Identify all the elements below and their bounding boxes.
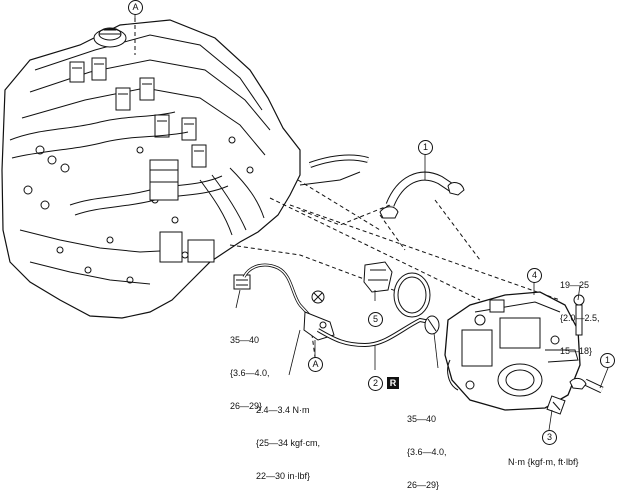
torque-line: {2.0—2.5, bbox=[560, 313, 600, 323]
torque-line: {25—34 kgf·cm, bbox=[256, 438, 321, 448]
pump-bolt bbox=[573, 294, 585, 336]
torque-line: 26—29} bbox=[230, 401, 263, 411]
torque-line: 35—40 bbox=[407, 414, 437, 424]
torque-line: 22—30 in·lbf} bbox=[256, 471, 311, 481]
torque-spec-clamp-bolt: 2.4—3.4 N·m {25—34 kgf·cm, 22—30 in·lbf} bbox=[256, 383, 320, 493]
fitting-part3 bbox=[546, 395, 566, 415]
torque-line: 15—18} bbox=[560, 346, 593, 356]
units-note: N·m {kgf·m, ft·lbf} bbox=[508, 457, 579, 467]
fuel-hose-upper bbox=[379, 171, 465, 219]
callout-4: 4 bbox=[527, 268, 542, 283]
callout-a-top: A bbox=[128, 0, 143, 15]
bracket-part5 bbox=[363, 261, 393, 293]
fuel-pump-assembly bbox=[444, 291, 581, 411]
callout-1-top: 1 bbox=[418, 140, 433, 155]
replace-part-badge: R bbox=[387, 377, 399, 389]
torque-line: {3.6—4.0, bbox=[407, 447, 447, 457]
torque-line: 19—25 bbox=[560, 280, 590, 290]
gasket-ring bbox=[393, 272, 431, 318]
callout-a-bottom: A bbox=[308, 357, 323, 372]
exploded-assembly-diagram bbox=[1, 8, 609, 431]
torque-spec-pump-fitting: 35—40 {3.6—4.0, 26—29} bbox=[407, 392, 447, 502]
callout-3: 3 bbox=[542, 430, 557, 445]
high-pressure-pipe bbox=[316, 315, 440, 348]
callout-1-right: 1 bbox=[600, 353, 615, 368]
engine-block-illustration bbox=[1, 19, 369, 319]
torque-spec-pump-bolts: 19—25 {2.0—2.5, 15—18} bbox=[560, 258, 600, 368]
torque-line: {3.6—4.0, bbox=[230, 368, 270, 378]
torque-line: 35—40 bbox=[230, 335, 260, 345]
return-hose-right bbox=[569, 377, 604, 394]
torque-line: 2.4—3.4 N·m bbox=[256, 405, 310, 415]
callout-2: 2 bbox=[368, 376, 383, 391]
callout-5: 5 bbox=[368, 312, 383, 327]
torque-spec-left-fitting: 35—40 {3.6—4.0, 26—29} bbox=[230, 313, 270, 423]
torque-line: 26—29} bbox=[407, 480, 440, 490]
